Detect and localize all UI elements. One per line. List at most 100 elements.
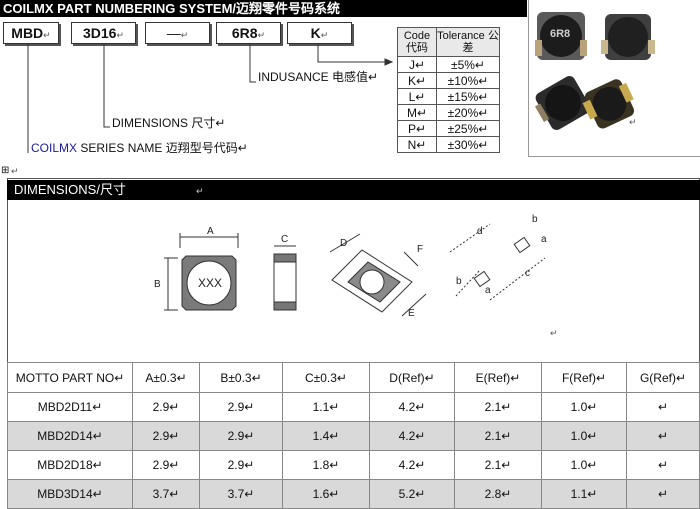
cell-d: 4.2↵ [369, 421, 455, 451]
cell-c: 1.4↵ [282, 421, 370, 451]
col-a: A±0.3↵ [132, 362, 200, 393]
col-f: F(Ref)↵ [541, 362, 627, 393]
part-numbering-title: COILMX PART NUMBERING SYSTEM/迈翔零件号码系统 [0, 0, 527, 17]
tolerance-value: ±25%↵ [436, 120, 500, 137]
cell-a: 2.9↵ [132, 450, 200, 480]
code-box-label: — [166, 25, 181, 41]
tolerance-code: J↵ [397, 56, 437, 73]
cell-e: 2.1↵ [454, 392, 542, 422]
part-no: MBD2D11↵ [7, 392, 133, 422]
col-b: B±0.3↵ [199, 362, 283, 393]
tolerance-row: J↵±5%↵ [397, 56, 500, 73]
cell-d: 4.2↵ [369, 450, 455, 480]
pad-layout [449, 223, 546, 301]
code-box-label: K [310, 25, 321, 41]
cell-e: 2.1↵ [454, 421, 542, 451]
paragraph-mark: ↵ [43, 30, 51, 40]
label-a: A [207, 226, 214, 237]
tolerance-value: ±20%↵ [436, 104, 500, 121]
cell-g: ↵ [626, 392, 700, 422]
tolerance-row: K↵±10%↵ [397, 72, 500, 89]
code-box-label: 3D16 [82, 25, 117, 41]
cell-e: 2.1↵ [454, 450, 542, 480]
tolerance-row: P↵±25%↵ [397, 120, 500, 137]
series-link-text: COILMX [31, 141, 78, 155]
table-row: MBD2D11↵ 2.9↵ 2.9↵ 1.1↵ 4.2↵ 2.1↵ 1.0↵ ↵ [7, 392, 700, 422]
cell-g: ↵ [626, 479, 700, 509]
label-b: B [154, 279, 161, 290]
cell-b: 2.9↵ [199, 392, 283, 422]
cell-c: 1.1↵ [282, 392, 370, 422]
code-box-label: 6R8 [231, 25, 258, 41]
pad-label-b: b [456, 276, 462, 287]
tolerance-row: M↵±20%↵ [397, 104, 500, 121]
pad-label-d: d [477, 226, 483, 237]
dimensions-header-row: MOTTO PART NO↵ A±0.3↵ B±0.3↵ C±0.3↵ D(Re… [7, 362, 700, 393]
pad-label-a: a [485, 285, 491, 296]
tolerance-code: M↵ [397, 104, 437, 121]
cell-f: 1.0↵ [541, 450, 627, 480]
label-d: D [340, 238, 347, 249]
dimensions-title-text: DIMENSIONS/尺寸 [14, 182, 126, 197]
angled-view [329, 233, 427, 317]
tolerance-col-code: Code 代码 [397, 27, 437, 57]
label-e: E [408, 308, 415, 319]
dimensions-title: DIMENSIONS/尺寸 [7, 180, 700, 200]
cell-b: 2.9↵ [199, 421, 283, 451]
top-view [164, 233, 239, 311]
paragraph-mark: ↵ [11, 166, 19, 176]
dimension-drawing: A B XXX C D E F a [154, 214, 558, 338]
anchor-icon: ⊞ [1, 165, 10, 176]
part-no: MBD2D14↵ [7, 421, 133, 451]
cell-f: 1.1↵ [541, 479, 627, 509]
tolerance-table: Code 代码 Tolerance 公差 J↵±5%↵ K↵±10%↵ L↵±1… [397, 27, 500, 153]
cell-g: ↵ [626, 450, 700, 480]
col-e: E(Ref)↵ [454, 362, 542, 393]
tolerance-row: N↵±30%↵ [397, 136, 500, 153]
tolerance-code: P↵ [397, 120, 437, 137]
inductance-label: INDUSANCE 电感值↵ [258, 70, 379, 84]
code-box-inductance: 6R8↵ [216, 22, 281, 44]
tolerance-code: N↵ [397, 136, 437, 153]
cell-f: 1.0↵ [541, 421, 627, 451]
part-no: MBD3D14↵ [7, 479, 133, 509]
cell-f: 1.0↵ [541, 392, 627, 422]
cell-c: 1.8↵ [282, 450, 370, 480]
cell-d: 4.2↵ [369, 392, 455, 422]
inductor-photos: 6R8 ↵ [534, 12, 655, 130]
photo-chip-marking: 6R8 [550, 28, 570, 40]
cell-g: ↵ [626, 421, 700, 451]
paragraph-mark: ↵ [180, 30, 189, 40]
tolerance-code: K↵ [397, 72, 437, 89]
code-box-dimensions: 3D16↵ [71, 22, 136, 44]
label-f: F [417, 244, 423, 255]
code-box-separator: —↵ [145, 22, 210, 44]
tolerance-code: L↵ [397, 88, 437, 105]
paragraph-mark: ↵ [320, 30, 329, 40]
chip-marking: XXX [198, 276, 222, 290]
tolerance-value: ±5%↵ [436, 56, 500, 73]
table-row: MBD2D14↵ 2.9↵ 2.9↵ 1.4↵ 4.2↵ 2.1↵ 1.0↵ ↵ [7, 421, 700, 451]
tolerance-row: L↵±15%↵ [397, 88, 500, 105]
cell-a: 2.9↵ [132, 421, 200, 451]
col-part-no: MOTTO PART NO↵ [7, 362, 133, 393]
code-box-series: MBD↵ [3, 22, 59, 44]
paragraph-mark: ↵ [257, 30, 266, 40]
tolerance-col-tolerance: Tolerance 公差 [436, 27, 500, 57]
pad-label-b2: b [532, 214, 538, 225]
col-d: D(Ref)↵ [369, 362, 455, 393]
col-c: C±0.3↵ [282, 362, 370, 393]
code-box-label: MBD [11, 25, 44, 41]
dimensions-label: DIMENSIONS 尺寸↵ [112, 116, 226, 130]
col-g: G(Ref)↵ [626, 362, 700, 393]
tolerance-value: ±10%↵ [436, 72, 500, 89]
tolerance-value: ±15%↵ [436, 88, 500, 105]
pad-label-c: c [525, 268, 530, 279]
series-rest-text: SERIES NAME 迈翔型号代码↵ [77, 141, 248, 155]
code-box-tolerance: K↵ [287, 22, 352, 44]
paragraph-mark: ↵ [196, 186, 204, 196]
paragraph-mark: ↵ [629, 117, 637, 127]
tolerance-value: ±30%↵ [436, 136, 500, 153]
label-c: C [281, 234, 288, 245]
dimensions-table: MOTTO PART NO↵ A±0.3↵ B±0.3↵ C±0.3↵ D(Re… [7, 362, 700, 509]
